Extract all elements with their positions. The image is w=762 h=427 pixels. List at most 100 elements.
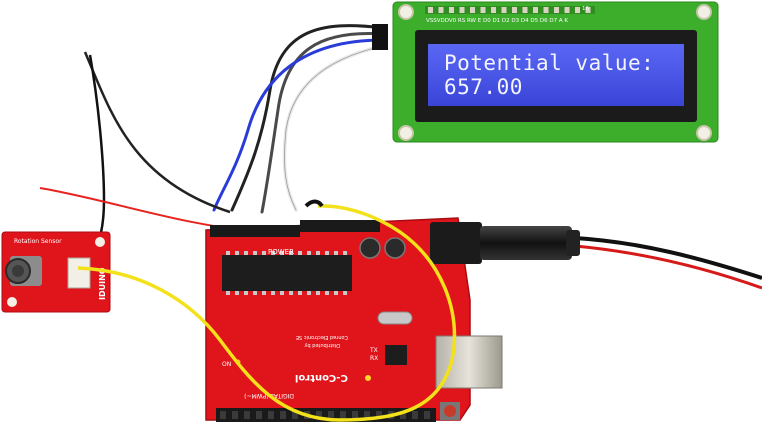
digital-pin: [280, 411, 286, 419]
power-cable: [574, 236, 762, 290]
mount-hole-icon: [696, 4, 712, 20]
lcd-pin: [480, 7, 486, 13]
chip-pin: [271, 291, 275, 295]
lcd-pin: [533, 7, 538, 13]
mount-hole-icon: [696, 125, 712, 141]
lcd-pin-labels: VSSVDDV0 RS RW E D0 D1 D2 D3 D4 D5 D6 D7…: [426, 18, 568, 24]
lcd-pin: [512, 7, 517, 13]
chip-pin: [325, 291, 329, 295]
chip-pin: [343, 251, 347, 255]
lcd-pin: [449, 7, 454, 13]
digital-pin: [220, 411, 226, 419]
digital-pin: [364, 411, 370, 419]
digital-pin: [340, 411, 346, 419]
chip-pin: [244, 291, 248, 295]
digital-pin: [244, 411, 250, 419]
l-led-icon: [365, 375, 371, 381]
dc-jack: [430, 222, 482, 264]
chip-pin: [334, 251, 338, 255]
chip-pin: [325, 251, 329, 255]
usb-chip: [385, 345, 407, 365]
usb-port: [435, 335, 503, 389]
lcd-pin: [585, 7, 591, 13]
chip-pin: [334, 291, 338, 295]
lcd-module: VSSVDDV0 RS RW E D0 D1 D2 D3 D4 D5 D6 D7…: [392, 1, 719, 143]
rotation-sensor-module: Rotation Sensor IDUINO: [1, 231, 111, 313]
chip-pin: [253, 291, 257, 295]
digital-pin: [316, 411, 322, 419]
digital-pin: [232, 411, 238, 419]
lcd-pin-16-label: 16: [582, 6, 589, 12]
chip-pin: [316, 291, 320, 295]
lcd-pin: [564, 7, 570, 13]
on-led-label: ON: [222, 361, 231, 368]
chip-pin: [280, 291, 284, 295]
digital-pin: [268, 411, 274, 419]
chip-pin: [280, 251, 284, 255]
lcd-pin: [575, 7, 580, 13]
chip-pin: [253, 251, 257, 255]
mount-hole-icon: [398, 4, 414, 20]
mount-hole-icon: [95, 237, 105, 247]
chip-pin: [226, 291, 230, 295]
sensor-title: Rotation Sensor: [14, 238, 62, 245]
capacitor-icon: [384, 237, 406, 259]
chip-pin: [235, 291, 239, 295]
yellow-wire: [77, 199, 457, 422]
chip-pin: [271, 251, 275, 255]
lcd-pin: [554, 7, 559, 13]
analog-header: [210, 225, 300, 237]
lcd-line-2: 657.00: [444, 75, 523, 99]
distributor-label: Conrad Electronic SE: [296, 334, 348, 340]
digital-pin: [412, 411, 418, 419]
digital-pin: [292, 411, 298, 419]
chip-pin: [307, 251, 311, 255]
sensor-brand: IDUINO: [98, 267, 107, 300]
lcd-pin: [491, 7, 496, 13]
atmega-chip: [222, 255, 352, 291]
digital-pin: [400, 411, 406, 419]
lcd-wires: [212, 24, 388, 214]
chip-pin: [235, 251, 239, 255]
tx-led-label: TX: [369, 347, 378, 354]
chip-pin: [289, 291, 293, 295]
brand-label: C-Control: [295, 372, 348, 383]
chip-pin: [298, 291, 302, 295]
capacitor-icon: [359, 237, 381, 259]
chip-pin: [226, 251, 230, 255]
digital-pin: [256, 411, 262, 419]
digital-pin: [328, 411, 334, 419]
digital-pin: [376, 411, 382, 419]
chip-pin: [262, 251, 266, 255]
rx-led-label: RX: [370, 355, 378, 362]
lcd-screen: [428, 44, 684, 106]
lcd-pin: [501, 7, 507, 13]
crystal-icon: [377, 311, 413, 325]
lcd-pin: [522, 7, 528, 13]
chip-pin: [244, 251, 248, 255]
power-header: [300, 220, 380, 232]
digital-pin: [352, 411, 358, 419]
chip-pin: [307, 291, 311, 295]
chip-pin: [343, 291, 347, 295]
lcd-pin: [459, 7, 465, 13]
arduino-board: POWER C-Control DIGITAL (PWM~) Distribut…: [205, 217, 580, 422]
distributed-by-label: Distributed by: [304, 342, 340, 348]
chip-pin: [316, 251, 320, 255]
chip-pin: [262, 291, 266, 295]
power-plug: [480, 226, 572, 260]
chip-pin: [298, 251, 302, 255]
lcd-pin: [543, 7, 549, 13]
mount-hole-icon: [398, 125, 414, 141]
sensor-connector: [67, 257, 91, 289]
chip-pin: [289, 251, 293, 255]
lcd-pin-header: [425, 6, 595, 14]
digital-pin: [424, 411, 430, 419]
mount-hole-icon: [7, 297, 17, 307]
lcd-pin: [438, 7, 444, 13]
lcd-pin: [428, 7, 433, 13]
lcd-line-1: Potential value:: [444, 51, 654, 75]
power-label: POWER: [268, 248, 294, 256]
lcd-pin: [470, 7, 475, 13]
